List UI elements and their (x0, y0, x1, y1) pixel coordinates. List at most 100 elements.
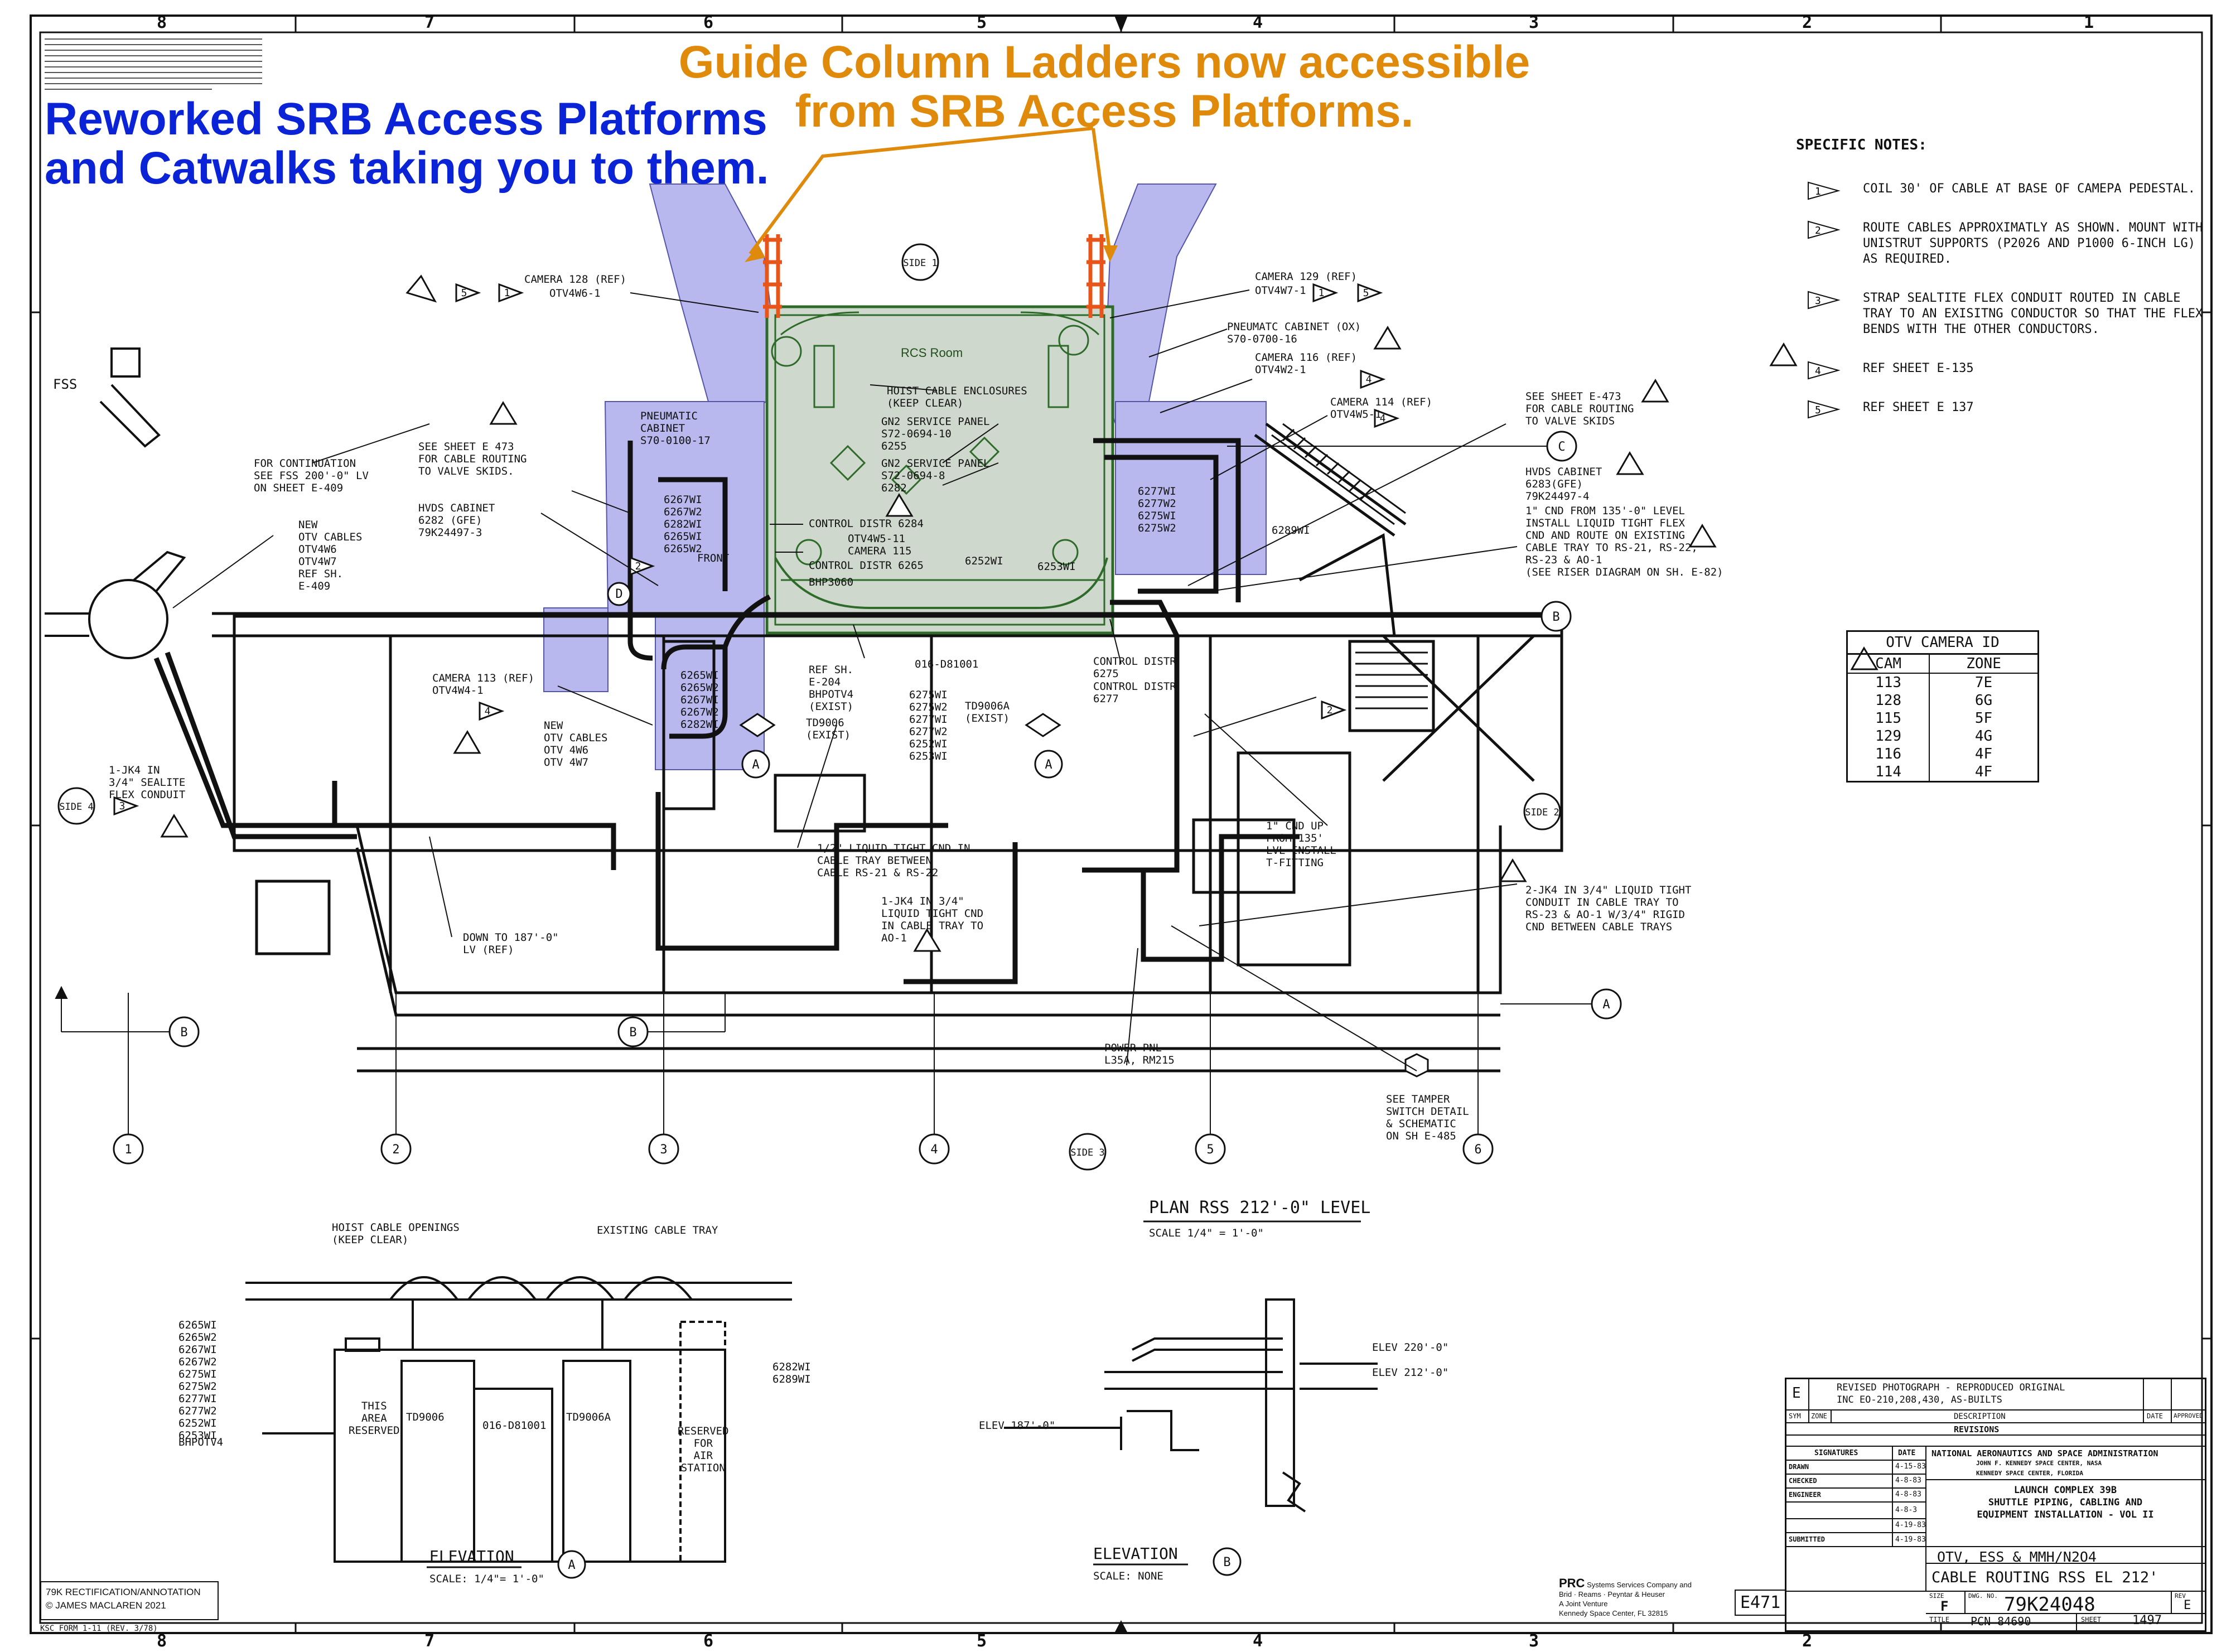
notice-text-block (45, 38, 262, 90)
svg-text:5: 5 (461, 287, 467, 299)
callout-6253wi: 6253WI (1037, 561, 1076, 573)
callout-cam113: CAMERA 113 (REF)OTV4W4-1 (432, 672, 535, 697)
col-num-bottom: 4 (1253, 1631, 1263, 1651)
svg-text:B: B (1223, 1556, 1230, 1569)
callout-cam129: CAMERA 129 (REF) (1255, 270, 1358, 283)
svg-text:1: 1 (1815, 186, 1821, 197)
svg-text:3: 3 (119, 800, 125, 812)
rcs-room: RCS Room (765, 305, 1114, 635)
svg-text:B: B (629, 1026, 636, 1040)
callout-cam128: CAMERA 128 (REF) (524, 273, 627, 286)
callout-wires-left: 6267WI 6267W2 6282WI 6265WI 6265W2 (664, 494, 702, 555)
ksc-form-number: KSC FORM 1-11 (REV. 3/78) (40, 1624, 158, 1633)
svg-text:B: B (1552, 610, 1559, 624)
note-flag-icon: 5 (1808, 400, 1841, 419)
ladder-left (763, 234, 782, 318)
plan-view-scale: SCALE 1/4" = 1'-0" (1149, 1227, 1264, 1239)
size-label: SIZE (1929, 1592, 1944, 1600)
srb-annotation-line-1: Reworked SRB Access Platforms (45, 94, 767, 144)
note-text: ROUTE CABLES APPROXIMATLY AS SHOWN. MOUN… (1863, 221, 2203, 266)
rev-description: REVISED PHOTOGRAPH - REPRODUCED ORIGINAL… (1837, 1382, 2065, 1405)
note-flag-icon: 3 (1808, 291, 1841, 310)
sig-date: 4-8-83 (1895, 1476, 1921, 1485)
srb-platform-right-upper (1103, 183, 1217, 425)
callout-hoist-enclosures: HOIST CABLE ENCLOSURES(KEEP CLEAR) (887, 385, 1027, 409)
svg-text:5: 5 (1363, 287, 1369, 299)
specific-notes: SPECIFIC NOTES: 1 COIL 30' OF CABLE AT B… (1796, 137, 2209, 439)
col-num-bottom: 2 (1802, 1631, 1812, 1651)
srb-platform-right-lower (1115, 401, 1267, 575)
callout-wires-center: 6275WI 6275W2 6277WI 6277W2 6252WI 6253W… (909, 689, 948, 762)
col-num-bottom: 7 (424, 1631, 434, 1651)
col-num-top: 4 (1253, 13, 1263, 32)
callout-elev-a-td9006a: TD9006A (566, 1411, 611, 1423)
sheet-number: 1497 (2132, 1614, 2162, 1627)
rev-value: E (2184, 1598, 2191, 1612)
svg-text:6: 6 (1474, 1143, 1481, 1157)
title-block: E REVISED PHOTOGRAPH - REPRODUCED ORIGIN… (1785, 1378, 2206, 1632)
svg-text:1: 1 (1319, 287, 1325, 299)
callout-6289wi: 6289WI (1272, 524, 1310, 537)
srb-platform-annotation: Reworked SRB Access Platforms and Catwal… (45, 95, 792, 193)
sig-date: 4-8-83 (1895, 1490, 1921, 1499)
rcs-room-label: RCS Room (901, 346, 963, 360)
border-column-numbers: 8 7 6 5 4 3 2 1 8 7 6 5 4 3 2 (157, 13, 2094, 1651)
camera-table-header: CAM (1848, 655, 1930, 674)
svg-text:C: C (1558, 440, 1565, 454)
col-num-bottom: 5 (977, 1631, 987, 1651)
note-text: STRAP SEALTITE FLEX CONDUIT ROUTED IN CA… (1863, 291, 2203, 336)
callout-wires-center-left: 6265WI 6265W2 6267WI 6267W2 6282WI (680, 669, 719, 731)
note-text: REF SHEET E-135 (1863, 361, 1974, 375)
side-1-label: SIDE 1 (903, 258, 937, 269)
note-flag-icon: 2 (1808, 220, 1841, 239)
fss-label: FSS (53, 376, 78, 392)
note-item: 4 REF SHEET E-135 (1796, 361, 2209, 380)
hdr-sym: SYM (1789, 1412, 1801, 1420)
callout-cam116: CAMERA 116 (REF)OTV4W2-1 (1255, 351, 1358, 376)
callout-hoist-openings: HOIST CABLE OPENINGS(KEEP CLEAR) (332, 1221, 460, 1246)
svg-text:2: 2 (1815, 225, 1821, 236)
sig-date: 4-15-83 (1895, 1462, 1926, 1471)
camera-table-title: OTV CAMERA ID (1848, 632, 2037, 655)
sig-date-label: DATE (1898, 1449, 1916, 1457)
svg-text:5: 5 (1815, 404, 1821, 416)
elevation-a-scale: SCALE: 1/4"= 1'-0" (429, 1573, 544, 1585)
col-num-top: 2 (1802, 13, 1812, 32)
revisions-label: REVISIONS (1954, 1424, 2000, 1434)
ladder-annotation: Guide Column Ladders now accessible from… (658, 38, 1551, 136)
elevation-b-drawing (1004, 1298, 1378, 1513)
sig-date: 4-19-83 (1895, 1535, 1926, 1544)
hdr-date: DATE (2147, 1412, 2163, 1420)
callout-td9006a: TD9006A(EXIST) (965, 700, 1010, 724)
note-item: 1 COIL 30' OF CABLE AT BASE OF CAMEPA PE… (1796, 181, 2209, 200)
callout-pneumatic-ox: PNEUMATC CABINET (OX)S70-0700-16 (1227, 321, 1361, 345)
rss-structure (212, 422, 1563, 1073)
center-arrow-bottom (1114, 1620, 1128, 1633)
credit-line-2: © JAMES MACLAREN 2021 (46, 1600, 166, 1611)
callout-front: FRONT (697, 552, 730, 564)
cable-tray-routing (153, 438, 1300, 984)
callout-elev-a-016: 016-D81001 (482, 1419, 547, 1432)
col-num-top: 5 (977, 13, 987, 32)
svg-text:1: 1 (504, 287, 510, 299)
svg-text:A: A (568, 1558, 575, 1572)
svg-text:3: 3 (1815, 295, 1821, 307)
callout-leaders (172, 289, 1518, 1071)
camera-table-header: ZONE (1929, 655, 2037, 674)
srb-catwalk-left (543, 607, 609, 692)
drawing-title-1: OTV, ESS & MMH/N2O4 (1937, 1549, 2097, 1565)
elevation-b-scale: SCALE: NONE (1093, 1570, 1163, 1582)
credit-line-1: 79K RECTIFICATION/ANNOTATION (46, 1587, 201, 1597)
note-flag-icon: 4 (1808, 361, 1841, 380)
